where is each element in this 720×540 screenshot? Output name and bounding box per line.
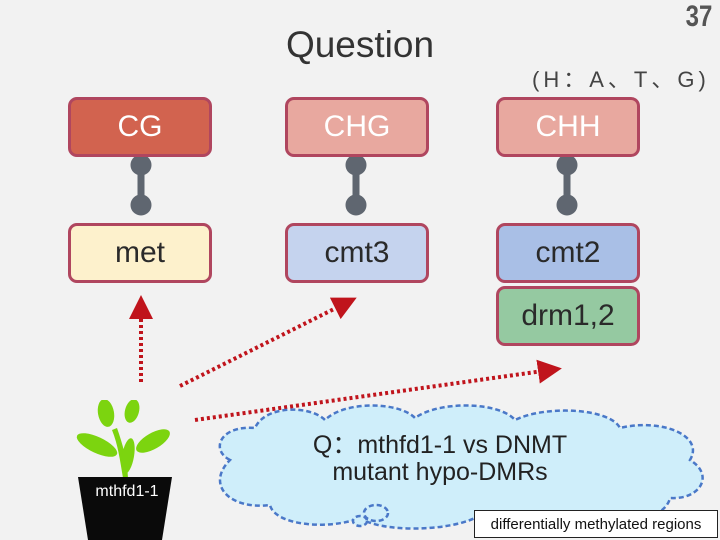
page-number: 37: [685, 0, 712, 33]
enzyme-box-met: met: [68, 223, 212, 283]
connector-node: [345, 154, 367, 176]
connector-node: [556, 154, 578, 176]
slide-subtitle: (H：A、T、G): [532, 67, 710, 92]
context-box-cg: CG: [68, 97, 212, 157]
enzyme-box-cmt3: cmt3: [285, 223, 429, 283]
enzyme-box-cmt2: cmt2: [496, 223, 640, 283]
context-box-chg: CHG: [285, 97, 429, 157]
slide-title: Question: [285, 24, 435, 65]
context-box-chh: CHH: [496, 97, 640, 157]
connector-node: [130, 154, 152, 176]
enzyme-box-drm: drm1,2: [496, 286, 640, 346]
plant-label: mthfd1-1: [95, 483, 159, 500]
connector-node: [345, 194, 367, 216]
question-cloud: [218, 404, 704, 530]
question-line-2: mutant hypo-DMRs: [332, 458, 548, 486]
dmr-definition-note: differentially methylated regions: [474, 510, 718, 538]
question-line-1: Q：mthfd1-1 vs DNMT: [312, 431, 568, 459]
connector-node: [556, 194, 578, 216]
connector-node: [130, 194, 152, 216]
pot: [78, 477, 172, 540]
plant-icon: [76, 400, 172, 540]
arrow-to-cmt3: [179, 297, 357, 388]
